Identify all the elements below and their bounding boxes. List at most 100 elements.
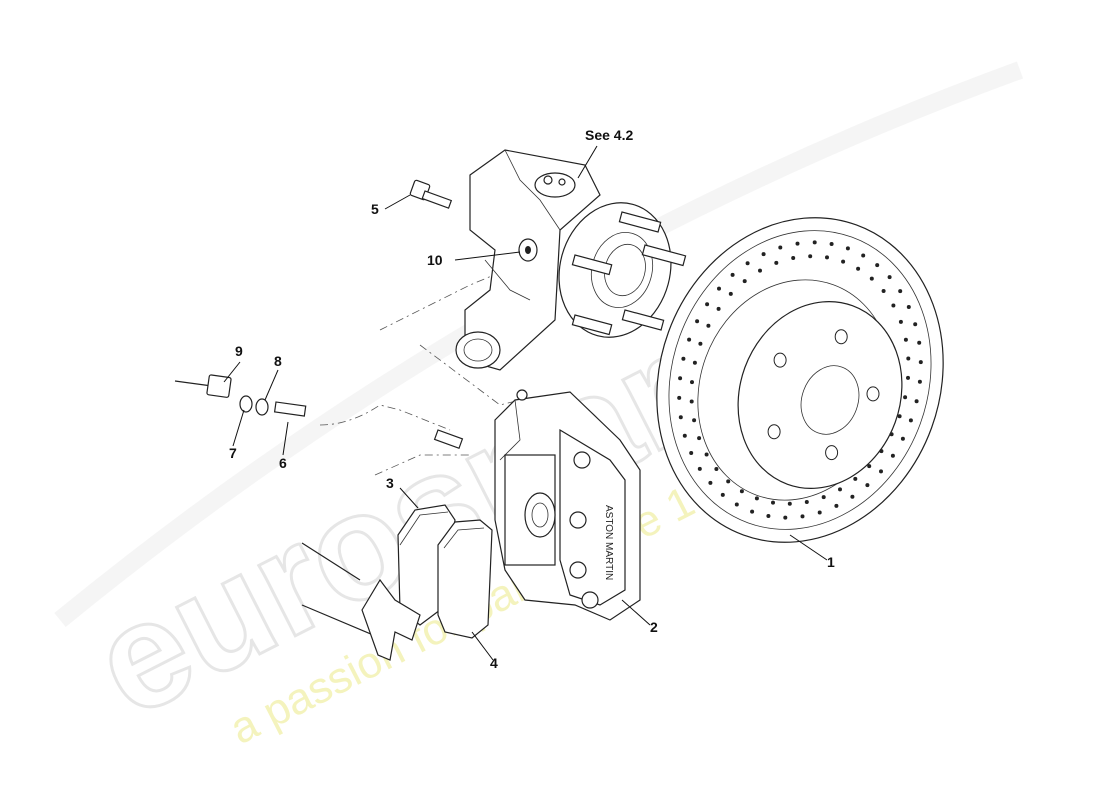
disc-drill-hole <box>808 254 813 259</box>
disc-drill-hole <box>783 515 788 520</box>
disc-drill-hole <box>841 259 846 264</box>
disc-drill-hole <box>913 322 918 327</box>
disc-drill-hole <box>850 494 855 499</box>
disc-drill-hole <box>739 489 744 494</box>
disc-drill-hole <box>812 240 817 245</box>
hose-fitting-6 <box>273 401 464 450</box>
disc-drill-hole <box>881 289 886 293</box>
disc-drill-hole <box>865 483 870 488</box>
disc-drill-hole <box>677 395 682 400</box>
disc-drill-hole <box>774 260 779 265</box>
disc-drill-hole <box>795 241 800 246</box>
disc-drill-hole <box>800 514 805 519</box>
disc-drill-hole <box>678 376 683 381</box>
disc-drill-hole <box>771 500 775 505</box>
disc-drill-hole <box>692 418 697 423</box>
disc-drill-hole <box>861 253 866 258</box>
disc-drill-hole <box>689 451 694 455</box>
callout-3: 3 <box>386 475 394 491</box>
callout-5: 5 <box>371 201 379 217</box>
disc-drill-hole <box>906 305 911 309</box>
anti-rattle-spring <box>361 578 421 661</box>
brake-disc <box>656 217 944 543</box>
disc-drill-hole <box>875 263 880 268</box>
disc-drill-hole <box>682 433 687 438</box>
disc-drill-hole <box>716 306 721 311</box>
washer-7 <box>239 395 253 413</box>
disc-drill-hole <box>898 319 903 324</box>
disc-drill-hole <box>750 509 755 514</box>
disc-drill-hole <box>838 487 842 492</box>
disc-drill-hole <box>791 256 796 260</box>
caliper-brand-text: ASTON MARTIN <box>603 505 614 580</box>
disc-drill-holes <box>677 240 923 520</box>
disc-drill-hole <box>705 302 710 307</box>
disc-drill-hole <box>914 399 919 404</box>
disc-drill-hole <box>879 469 883 474</box>
callout-6: 6 <box>279 455 287 471</box>
callout-7: 7 <box>229 445 237 461</box>
disc-drill-hole <box>804 500 809 504</box>
disc-drill-hole <box>728 291 733 296</box>
disc-drill-hole <box>720 492 725 497</box>
disc-drill-hole <box>726 479 731 484</box>
disc-drill-hole <box>778 245 783 250</box>
disc-drill-hole <box>867 464 872 469</box>
disc-drill-hole <box>917 340 922 345</box>
callout-2: 2 <box>650 619 658 635</box>
disc-drill-hole <box>754 496 759 501</box>
part-9 <box>174 374 232 398</box>
disc-bolt-hole <box>825 445 839 461</box>
disc-drill-hole <box>903 337 908 342</box>
disc-drill-hole <box>692 360 697 365</box>
disc-drill-hole <box>898 289 903 294</box>
callout-8: 8 <box>274 353 282 369</box>
disc-drill-hole <box>745 261 750 266</box>
disc-drill-hole <box>681 356 686 361</box>
disc-drill-hole <box>714 467 719 471</box>
washer-10 <box>518 238 538 262</box>
disc-drill-hole <box>900 436 905 441</box>
disc-drill-hole <box>678 415 683 420</box>
disc-drill-hole <box>766 514 771 518</box>
disc-drill-hole <box>689 399 694 404</box>
disc-drill-hole <box>787 501 792 506</box>
disc-drill-hole <box>879 449 884 454</box>
wheel-hub <box>558 202 687 338</box>
disc-drill-hole <box>908 418 913 423</box>
brake-pad-4 <box>437 519 493 639</box>
disc-drill-hole <box>734 502 739 507</box>
disc-drill-hole <box>890 453 895 458</box>
disc-drill-hole <box>889 432 894 437</box>
disc-drill-hole <box>695 319 700 324</box>
disc-drill-hole <box>906 375 910 380</box>
disc-drill-hole <box>897 414 902 419</box>
disc-drill-hole <box>903 395 908 400</box>
callout-10: 10 <box>427 252 443 268</box>
disc-bolt-hole <box>773 352 787 368</box>
bolt-5 <box>409 179 453 209</box>
disc-drill-hole <box>706 323 711 328</box>
disc-bolt-holes <box>767 329 880 461</box>
disc-drill-hole <box>730 272 735 277</box>
reference-label: See 4.2 <box>585 127 633 143</box>
callout-1: 1 <box>827 554 835 570</box>
disc-drill-hole <box>690 380 694 385</box>
disc-bolt-hole <box>767 424 781 440</box>
disc-drill-hole <box>829 242 834 246</box>
disc-drill-hole <box>687 337 692 342</box>
washer-8 <box>255 398 269 416</box>
disc-drill-hole <box>834 503 839 508</box>
disc-drill-hole <box>918 360 923 365</box>
disc-drill-hole <box>887 275 892 280</box>
disc-drill-hole <box>698 341 703 346</box>
disc-drill-hole <box>869 276 874 281</box>
disc-drill-hole <box>856 266 861 271</box>
disc-drill-hole <box>845 246 850 251</box>
disc-drill-hole <box>697 466 702 471</box>
disc-drill-hole <box>697 436 702 441</box>
disc-drill-hole <box>742 279 747 284</box>
disc-drill-hole <box>906 356 911 361</box>
